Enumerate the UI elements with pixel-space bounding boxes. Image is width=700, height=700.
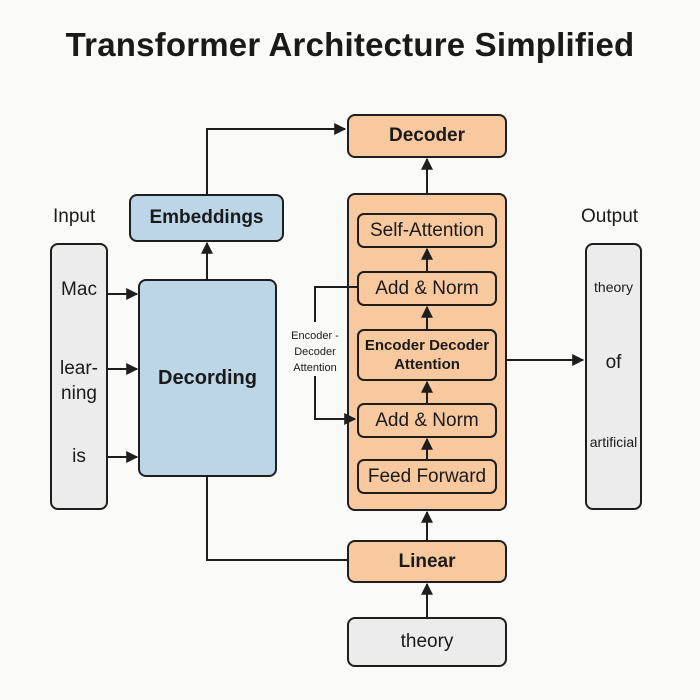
decording-box: Decording: [138, 279, 277, 477]
output-token-of: of: [605, 352, 622, 373]
input-token-mac: Mac: [61, 279, 97, 300]
bracket-top: [314, 286, 357, 322]
embeddings-box: Embeddings: [129, 194, 284, 242]
input-token-learning: lear- ning: [59, 358, 98, 404]
arrow-embeddings-to-decoder: [206, 123, 347, 194]
input-token-is: is: [72, 446, 86, 467]
encoder-decoder-attention-label: Encoder - Decoder Attention: [291, 330, 339, 374]
add-norm-top-box: Add & Norm: [357, 271, 497, 306]
self-attention-box: Self-Attention: [357, 213, 497, 248]
arrow-decording-to-linear: [206, 477, 347, 561]
output-token-theory: theory: [594, 279, 633, 295]
page-title: Transformer Architecture Simplified: [65, 26, 635, 63]
bottom-input-box: theory: [347, 617, 507, 667]
output-token-artificial: artificial: [589, 434, 638, 450]
input-tokens-box: [50, 243, 108, 510]
output-tokens-box: [585, 243, 642, 510]
linear-box: Linear: [347, 540, 507, 583]
feed-forward-box: Feed Forward: [357, 459, 497, 494]
output-label: Output: [581, 206, 639, 227]
encoder-decoder-attention-box: Encoder Decoder Attention: [357, 329, 497, 381]
bracket-bottom-arrow: [314, 376, 357, 425]
input-label: Input: [53, 206, 96, 227]
decoder-box: Decoder: [347, 114, 507, 158]
add-norm-bottom-box: Add & Norm: [357, 403, 497, 438]
